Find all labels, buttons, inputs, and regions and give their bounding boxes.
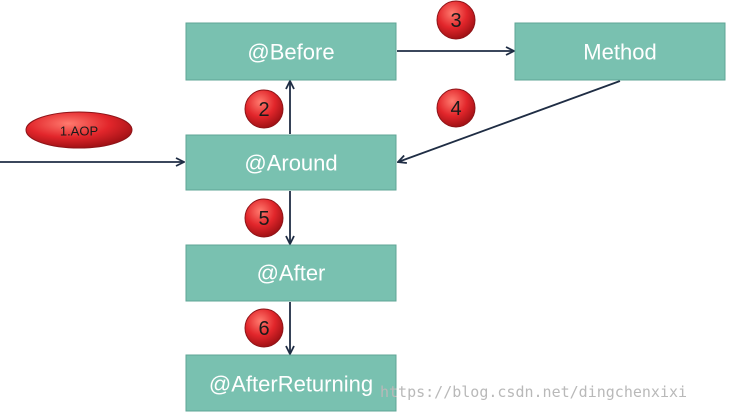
afterreturning-box: @AfterReturning bbox=[185, 354, 397, 412]
step-4-label: 4 bbox=[450, 98, 461, 120]
aop-entry-ellipse: 1.AOP bbox=[25, 111, 133, 149]
afterreturning-label: @AfterReturning bbox=[209, 372, 373, 397]
step-5-label: 5 bbox=[258, 208, 269, 230]
step-badge-6: 6 bbox=[244, 308, 284, 348]
watermark-url: https://blog.csdn.net/dingchenxixi bbox=[380, 383, 687, 401]
step-badge-3: 3 bbox=[436, 0, 476, 40]
step-badge-2: 2 bbox=[244, 89, 284, 129]
around-box: @Around bbox=[185, 134, 397, 191]
edge-method-to-around bbox=[398, 80, 621, 162]
around-label: @Around bbox=[244, 151, 337, 176]
after-box: @After bbox=[185, 244, 397, 302]
step-6-label: 6 bbox=[258, 318, 269, 340]
step-badge-4: 4 bbox=[436, 88, 476, 128]
before-box: @Before bbox=[185, 22, 397, 81]
step-2-label: 2 bbox=[258, 99, 269, 121]
method-label: Method bbox=[583, 40, 656, 65]
aop-entry-label: 1.AOP bbox=[60, 124, 98, 139]
before-label: @Before bbox=[247, 40, 334, 65]
method-box: Method bbox=[514, 22, 726, 81]
step-badge-5: 5 bbox=[244, 198, 284, 238]
step-3-label: 3 bbox=[450, 10, 461, 32]
after-label: @After bbox=[257, 261, 326, 286]
